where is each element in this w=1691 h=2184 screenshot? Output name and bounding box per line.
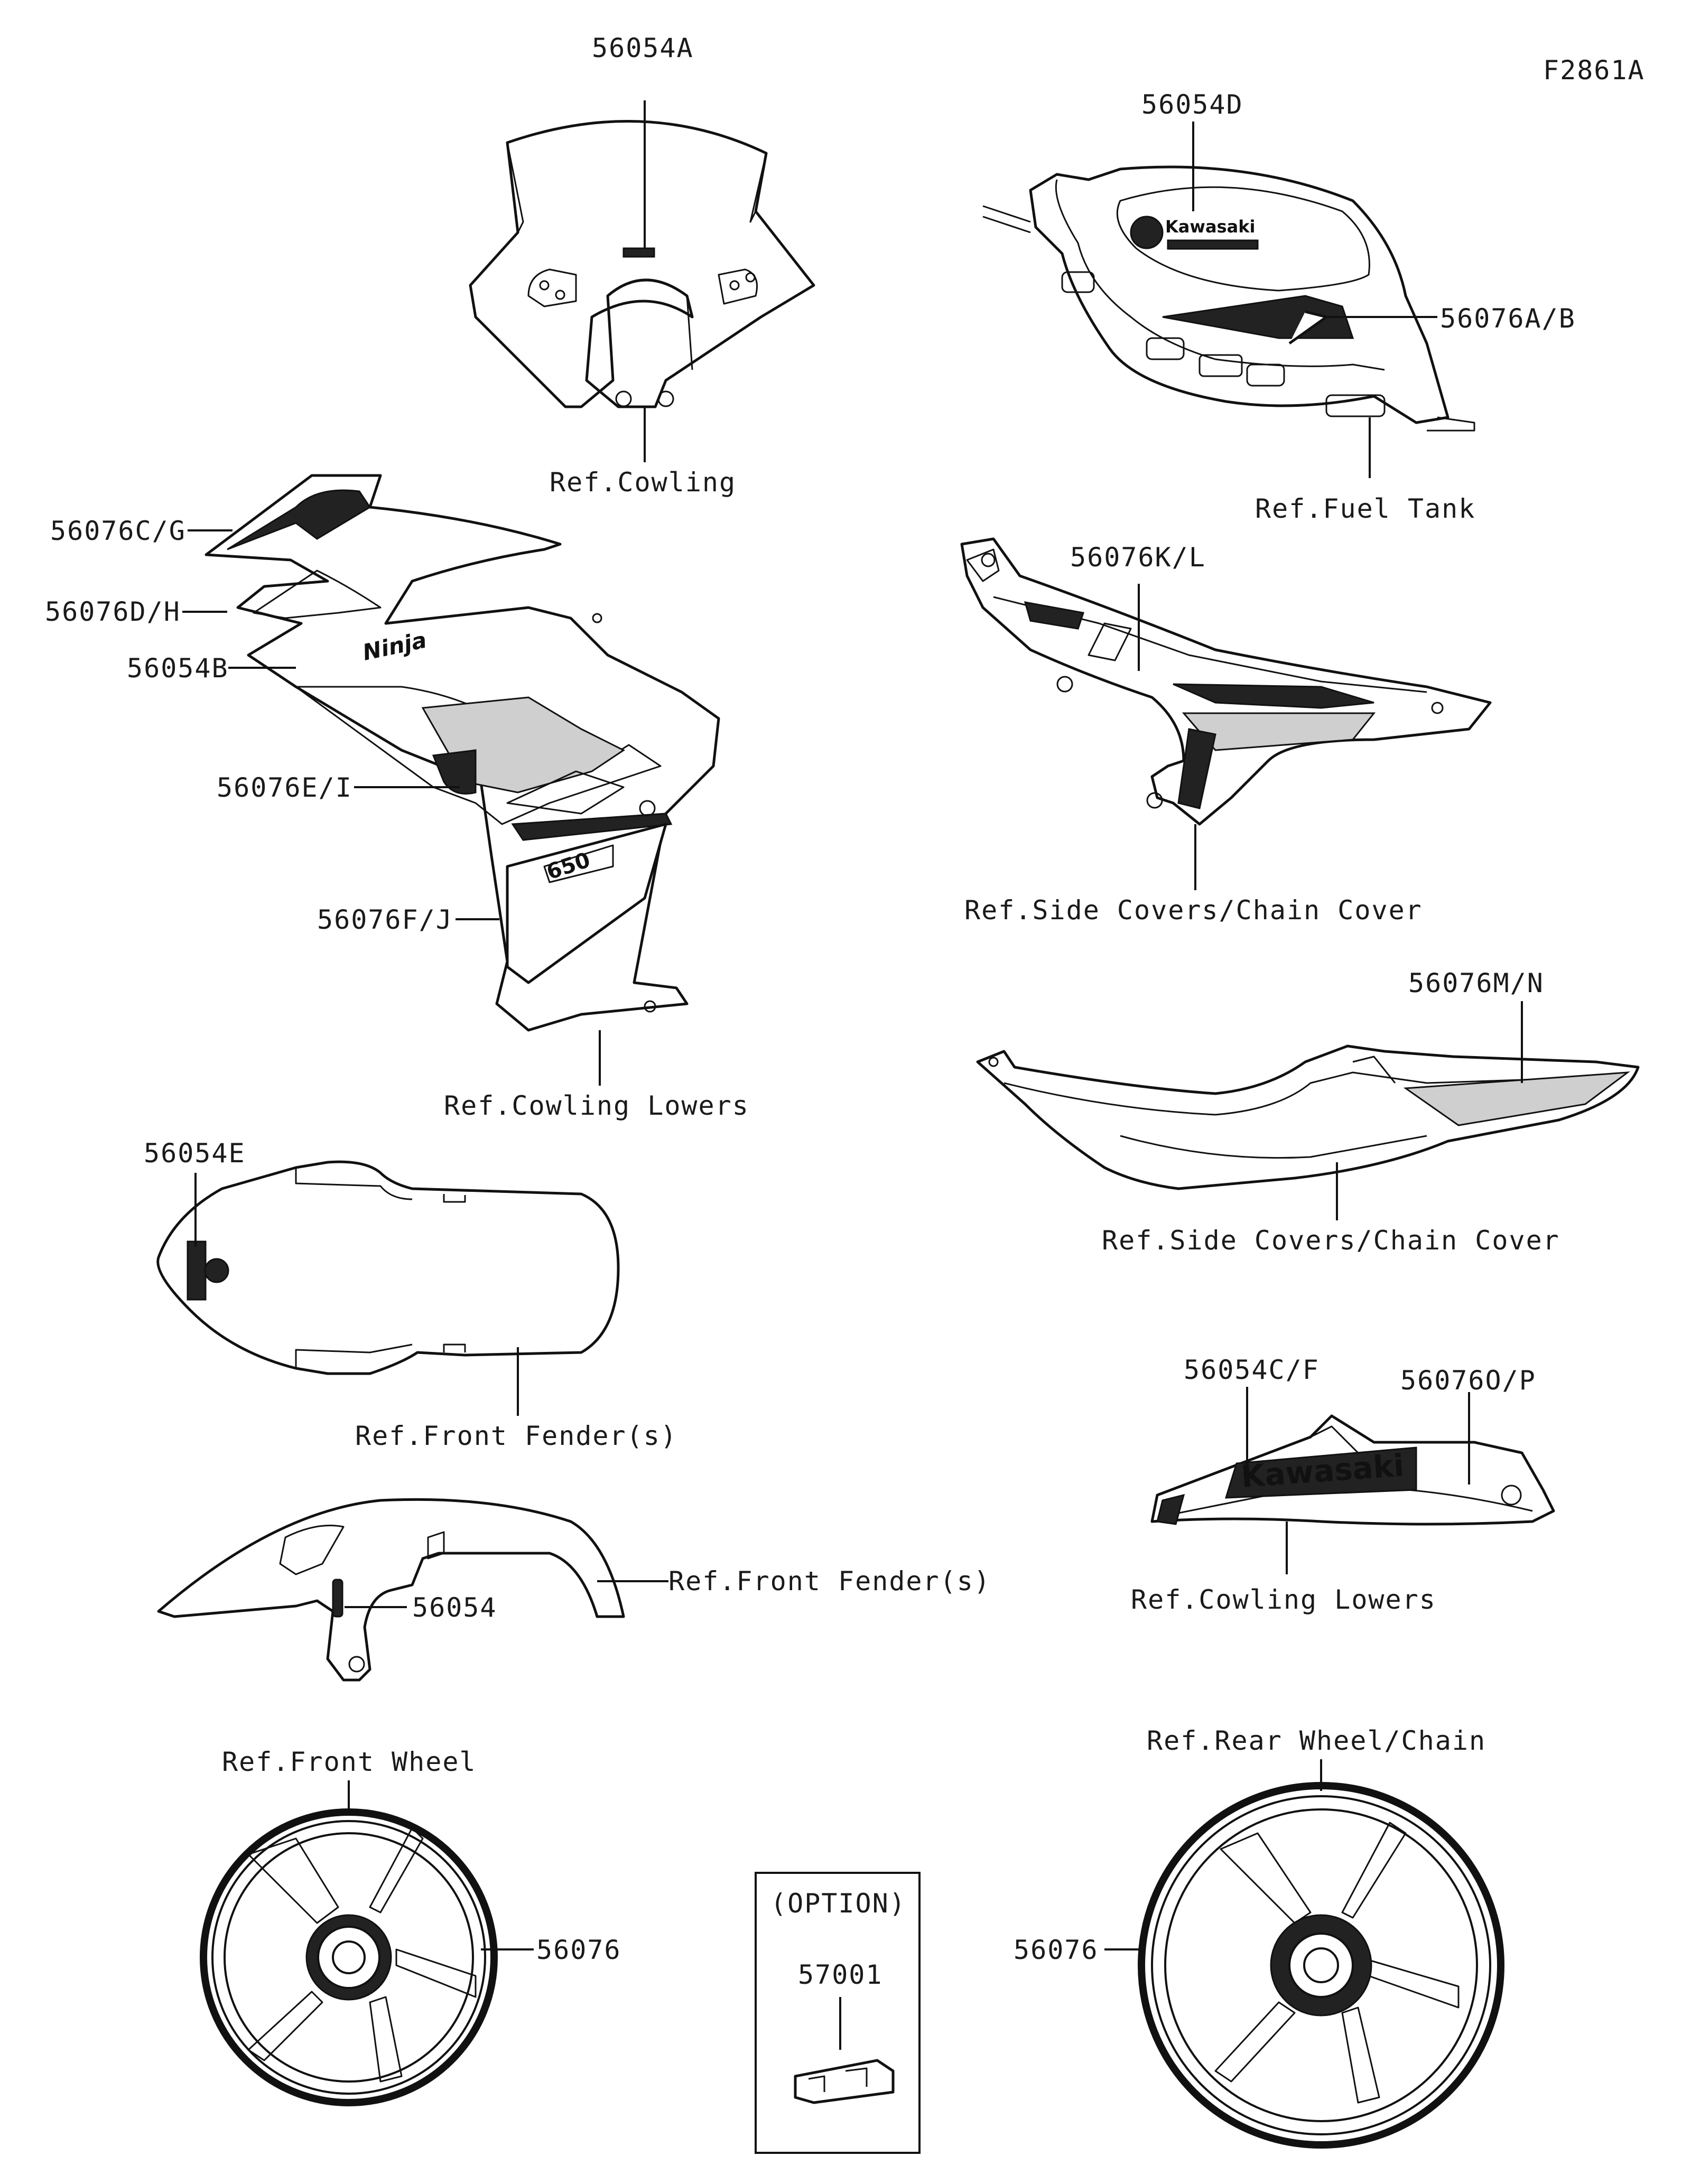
ref-side-covers-label-2: Ref.Side Covers/Chain Cover <box>1102 1225 1560 1256</box>
ref-cowling-lowers-label: Ref.Cowling Lowers <box>444 1090 749 1121</box>
ref-cowling-label: Ref.Cowling <box>550 467 736 498</box>
callout-56076op: 56076O/P <box>1400 1365 1536 1396</box>
figure-id: F2861A <box>1543 55 1645 86</box>
callout-56076-front: 56076 <box>536 1935 621 1965</box>
callout-56054: 56054 <box>412 1592 497 1623</box>
callout-56076fj: 56076F/J <box>317 904 453 935</box>
callout-56076dh: 56076D/H <box>45 596 181 627</box>
callout-56076ei: 56076E/I <box>217 772 352 803</box>
ref-rear-wheel-label: Ref.Rear Wheel/Chain <box>1147 1725 1486 1756</box>
callout-56054b: 56054B <box>127 653 229 684</box>
tail-cowl-drawing <box>976 1044 1640 1190</box>
ref-front-fenders-label-2: Ref.Front Fender(s) <box>668 1566 991 1597</box>
callout-56054e: 56054E <box>144 1138 246 1169</box>
callout-56054cf: 56054C/F <box>1184 1355 1320 1385</box>
fuel-tank-drawing: Kawasaki <box>982 165 1475 432</box>
ref-fuel-tank-label: Ref.Fuel Tank <box>1255 493 1475 524</box>
callout-56076kl: 56076K/L <box>1070 542 1206 573</box>
callout-56054a: 56054A <box>592 33 694 63</box>
lower-cowl-drawing: Kawasaki <box>1150 1414 1555 1526</box>
fender-side-drawing <box>157 1498 625 1682</box>
callout-57001: 57001 <box>798 1959 883 1990</box>
callout-56076cg: 56076C/G <box>50 516 186 546</box>
option-label: (OPTION) <box>770 1888 906 1919</box>
side-cover-drawing <box>960 537 1492 826</box>
tank-brand-text: Kawasaki <box>1165 217 1255 237</box>
fender-top-drawing <box>156 1160 620 1375</box>
upper-cowl-drawing <box>469 120 815 408</box>
ref-side-covers-label-1: Ref.Side Covers/Chain Cover <box>964 895 1423 926</box>
ref-cowling-lowers-label-2: Ref.Cowling Lowers <box>1131 1584 1436 1615</box>
ref-front-wheel-label: Ref.Front Wheel <box>222 1747 477 1777</box>
front-wheel-drawing <box>200 1808 498 2106</box>
callout-56076-rear: 56076 <box>1014 1935 1099 1965</box>
ref-front-fenders-label-1: Ref.Front Fender(s) <box>355 1421 677 1451</box>
option-box <box>755 1872 921 2154</box>
rear-wheel-drawing <box>1138 1782 1504 2149</box>
side-cowl-drawing: 650 Ninja <box>205 474 720 1032</box>
callout-56076mn: 56076M/N <box>1408 968 1544 998</box>
callout-56076ab: 56076A/B <box>1440 303 1576 334</box>
callout-56054d: 56054D <box>1141 89 1243 120</box>
